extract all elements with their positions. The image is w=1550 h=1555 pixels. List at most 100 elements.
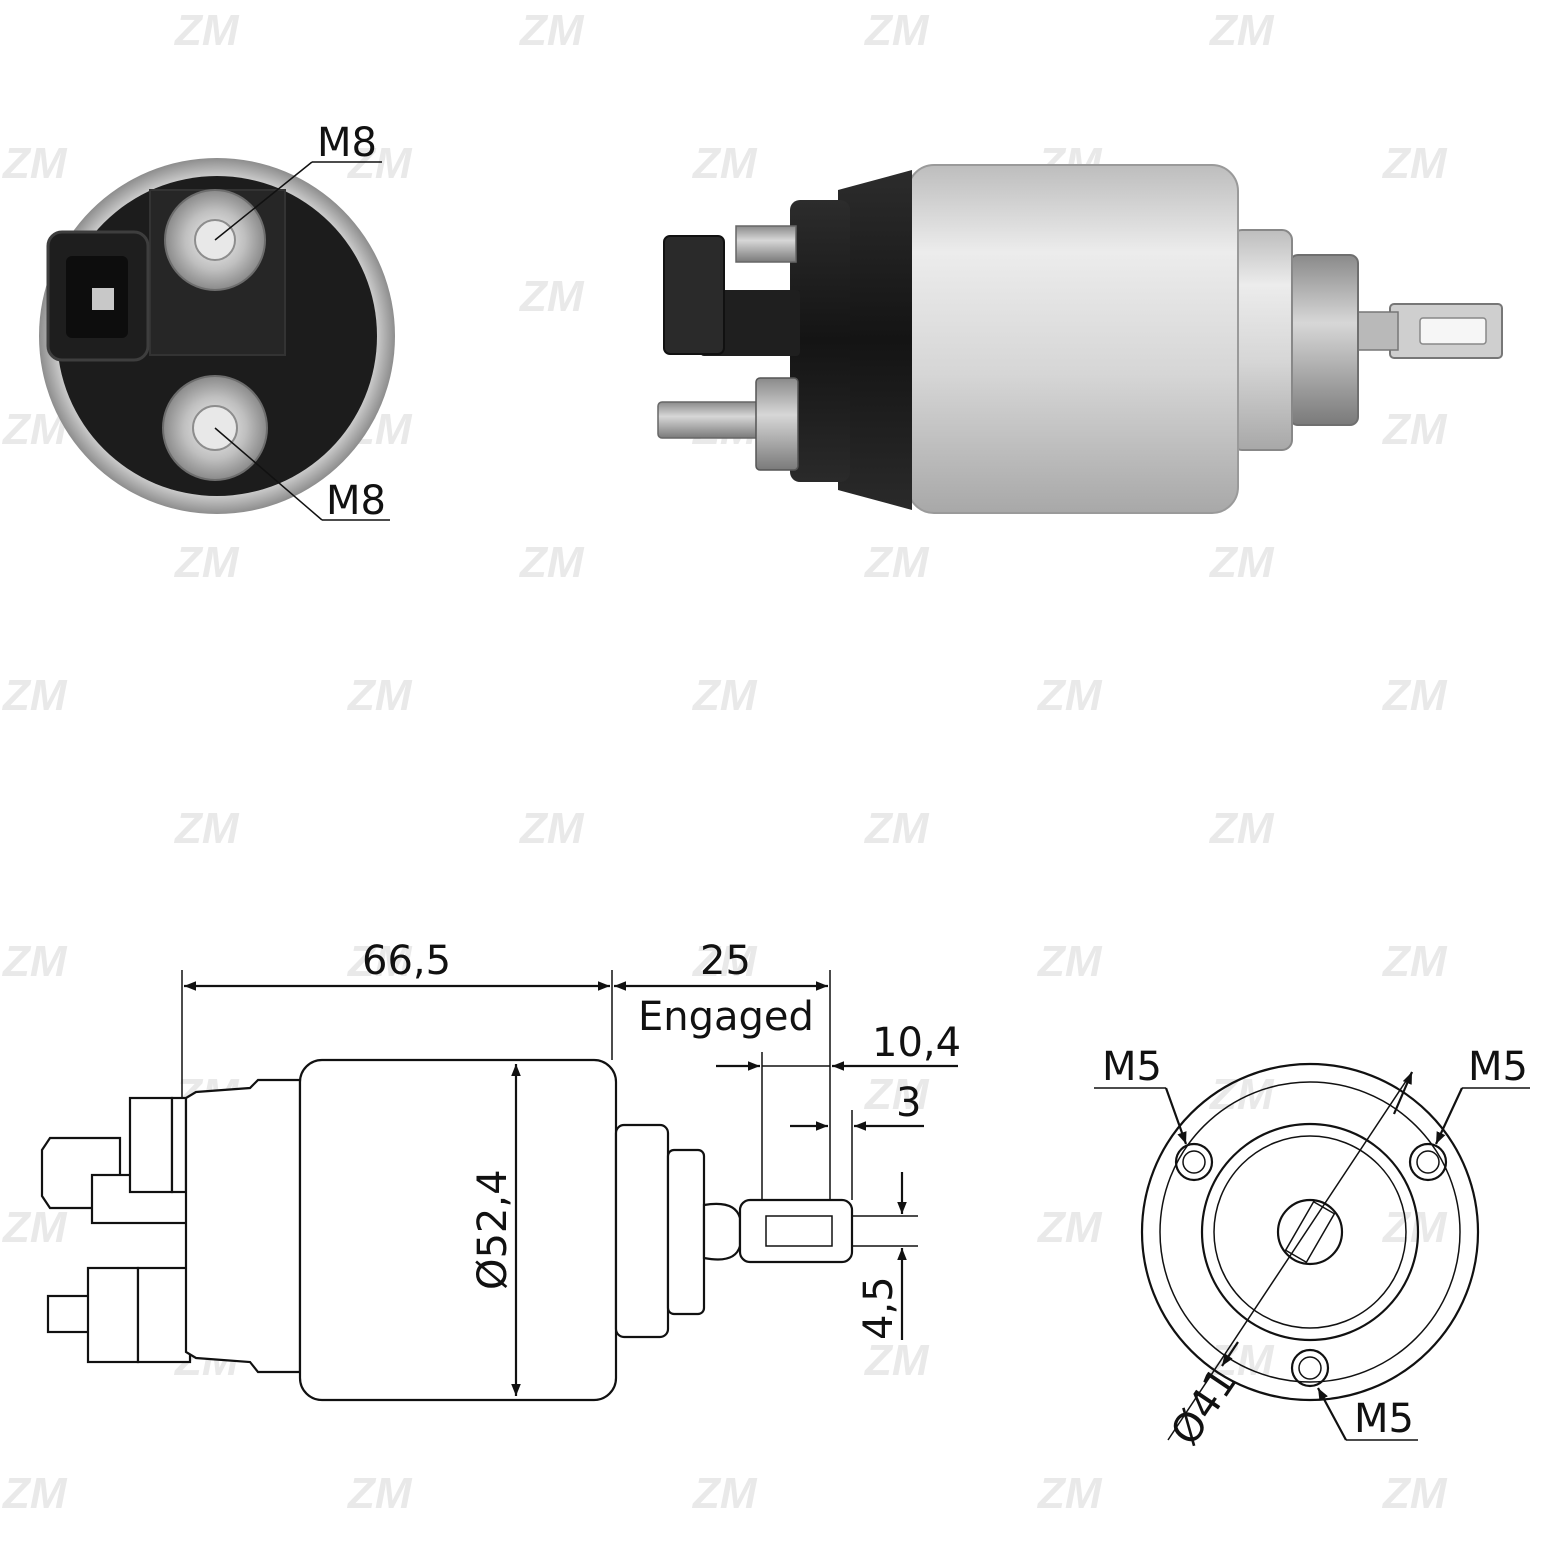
dim-stroke: 25 xyxy=(700,938,751,984)
dwg-nut-top xyxy=(128,1096,174,1194)
hole-left xyxy=(1174,1142,1214,1182)
hole-bottom xyxy=(1290,1348,1330,1388)
dwg-plunger-base xyxy=(666,1148,706,1316)
end-collar-inner xyxy=(1213,1135,1407,1329)
watermark-mark: ZM xyxy=(346,671,413,720)
cap-black xyxy=(838,170,912,510)
photo-end-view: M8 M8 xyxy=(39,120,395,524)
watermark-mark: ZM xyxy=(1208,1336,1275,1385)
drawing-side-view: 66,5 25 Engaged 10,4 3 4,5 Ø52,4 xyxy=(40,938,961,1402)
dim-stroke-note: Engaged xyxy=(638,994,814,1040)
pitch-arrow-bottom xyxy=(1221,1341,1239,1367)
end-outer-circle xyxy=(1140,1062,1480,1402)
dim-slot-offset: 3 xyxy=(896,1080,921,1126)
solenoid-housing xyxy=(907,164,1239,514)
watermark-mark: ZM xyxy=(1036,671,1103,720)
drawing-end-view: Ø41 M5 M5 M5 xyxy=(1094,1044,1530,1454)
watermark-mark: ZM xyxy=(863,1070,930,1119)
end-inner-circle xyxy=(1159,1081,1461,1383)
watermark-mark: ZM xyxy=(173,538,240,587)
dwg-washer-top xyxy=(170,1096,188,1194)
side-connector-plug xyxy=(663,235,725,355)
dwg-plunger-tab xyxy=(738,1198,854,1264)
watermark-mark: ZM xyxy=(173,804,240,853)
watermark-mark: ZM xyxy=(173,6,240,55)
label-m8-bottom: M8 xyxy=(326,478,386,524)
plunger-tab-slot xyxy=(1419,317,1487,345)
photo-side-view xyxy=(657,164,1503,514)
watermark-mark: ZM xyxy=(346,1469,413,1518)
end-collar-outer xyxy=(1200,1122,1420,1342)
watermark-mark: ZM xyxy=(518,538,585,587)
watermark-mark: ZM xyxy=(1208,804,1275,853)
dim-slot-width: 4,5 xyxy=(856,1276,902,1340)
dim-body-diameter: Ø52,4 xyxy=(470,1169,516,1290)
label-hole-right: M5 xyxy=(1468,1044,1528,1090)
dwg-nut-bottom-2 xyxy=(136,1266,192,1364)
watermark-mark: ZM xyxy=(518,804,585,853)
dwg-cap xyxy=(184,1078,302,1374)
watermark-mark: ZM xyxy=(1208,6,1275,55)
watermark-mark: ZM xyxy=(691,139,758,188)
watermark-mark: ZM xyxy=(1208,538,1275,587)
label-hole-bottom: M5 xyxy=(1354,1396,1414,1442)
side-stud-top xyxy=(735,225,797,263)
hole-bottom-inner xyxy=(1298,1356,1322,1380)
dim-length-body: 66,5 xyxy=(362,938,451,984)
watermark-mark: ZM xyxy=(1381,937,1448,986)
dwg-stud-bottom xyxy=(46,1294,94,1334)
watermark-mark: ZM xyxy=(1,1203,68,1252)
watermark-mark: ZM xyxy=(863,6,930,55)
watermark-mark: ZM xyxy=(691,937,758,986)
pitch-arrow-top xyxy=(1392,1071,1414,1115)
dwg-plunger-neck xyxy=(702,1202,742,1261)
watermark-mark: ZM xyxy=(1,937,68,986)
watermark-mark: ZM xyxy=(863,804,930,853)
hole-right xyxy=(1408,1142,1448,1182)
plunger xyxy=(1289,254,1359,426)
pitch-line xyxy=(1167,1071,1413,1441)
leader-left xyxy=(1164,1087,1188,1145)
label-hole-left: M5 xyxy=(1102,1044,1162,1090)
hole-right-inner xyxy=(1416,1150,1440,1174)
connector-pin xyxy=(92,288,114,310)
leader-bottom xyxy=(214,427,323,521)
label-m8-top: M8 xyxy=(317,120,377,166)
watermark-mark: ZM xyxy=(1,139,68,188)
watermark-mark: ZM xyxy=(346,139,413,188)
dwg-plunger-slot xyxy=(765,1215,833,1247)
dwg-nut-bottom-1 xyxy=(86,1266,140,1364)
watermark-mark: ZM xyxy=(346,937,413,986)
dwg-body xyxy=(298,1058,618,1402)
watermark-mark: ZM xyxy=(1381,139,1448,188)
watermark-mark: ZM xyxy=(1381,405,1448,454)
watermark-mark: ZM xyxy=(863,538,930,587)
watermark-mark: ZM xyxy=(1,671,68,720)
watermark-mark: ZM xyxy=(1208,1070,1275,1119)
dwg-collar xyxy=(614,1123,670,1339)
leader-top xyxy=(214,161,313,241)
watermark-mark: ZM xyxy=(1036,1203,1103,1252)
watermark-mark: ZM xyxy=(1036,1469,1103,1518)
watermark-mark: ZM xyxy=(518,6,585,55)
watermark-mark: ZM xyxy=(691,1469,758,1518)
end-plunger-tab xyxy=(1284,1200,1336,1264)
watermark-mark: ZM xyxy=(863,1336,930,1385)
leader-bottom-hole xyxy=(1317,1387,1347,1441)
hole-left-inner xyxy=(1182,1150,1206,1174)
side-stud-bottom xyxy=(657,401,763,439)
watermark-mark: ZM xyxy=(518,272,585,321)
watermark-mark: ZM xyxy=(691,671,758,720)
cap-black-front xyxy=(790,200,850,482)
watermark-mark: ZM xyxy=(1381,671,1448,720)
side-stud-nut xyxy=(755,377,799,471)
dim-plunger-length: 10,4 xyxy=(872,1020,961,1066)
watermark-mark: ZM xyxy=(1381,1469,1448,1518)
front-collar xyxy=(1231,229,1293,451)
watermark-mark: ZM xyxy=(1036,937,1103,986)
watermark-mark: ZM xyxy=(1,1469,68,1518)
watermark-mark: ZM xyxy=(1381,1203,1448,1252)
end-plunger xyxy=(1276,1198,1344,1266)
